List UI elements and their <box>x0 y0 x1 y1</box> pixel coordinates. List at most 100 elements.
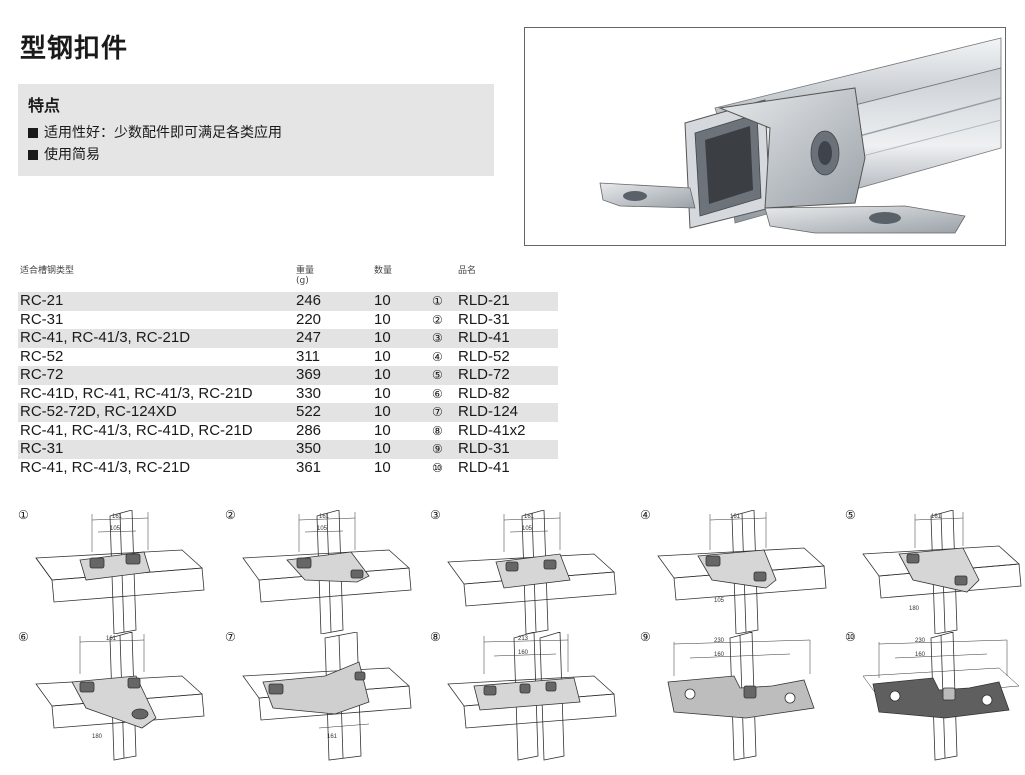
row-weight: 311 <box>296 347 320 365</box>
clamp-drawing-icon: 230 160 <box>667 632 815 761</box>
clamp-drawing-icon: 230 160 <box>862 632 1020 761</box>
row-weight: 330 <box>296 384 322 402</box>
row-qty: 10 <box>374 347 391 365</box>
row-number: ⑩ <box>432 460 443 475</box>
table-row: RC-41D, RC-41, RC-41/3, RC-21D 330 10 ⑥ … <box>18 385 558 404</box>
dim-label: 105 <box>317 526 328 532</box>
table-row: RC-41, RC-41/3, RC-21D 361 10 ⑩ RLD-41 <box>18 459 558 478</box>
features-box: 特点 适用性好：少数配件即可满足各类应用 使用简易 <box>18 84 494 176</box>
dim-label: 161 <box>327 734 338 740</box>
row-qty: 10 <box>374 292 391 309</box>
row-number: ⑥ <box>432 386 443 401</box>
page-title: 型钢扣件 <box>20 34 129 64</box>
diagram-number: ⑧ <box>430 630 441 644</box>
row-name: RLD-21 <box>458 292 510 309</box>
clamp-drawing-icon: 161 180 <box>862 510 1022 634</box>
dim-label: 161 <box>106 636 117 642</box>
table-row: RC-72 369 10 ⑤ RLD-72 <box>18 366 558 385</box>
row-name: RLD-31 <box>458 440 510 457</box>
row-name: RLD-52 <box>458 347 510 365</box>
diagram-number: ④ <box>640 508 651 522</box>
row-qty: 10 <box>374 310 391 328</box>
dim-label: 161 <box>319 514 330 520</box>
diagram-9: ⑨ 230 160 <box>640 630 830 761</box>
diagram-3: ③ 161 105 <box>430 508 620 636</box>
row-weight: 247 <box>296 329 322 346</box>
header-name: 品名 <box>458 266 477 276</box>
product-photo <box>524 27 1006 246</box>
table-row: RC-31 350 10 ⑨ RLD-31 <box>18 440 558 459</box>
square-bullet-icon <box>28 128 38 138</box>
clamp-drawing-icon: 161 105 <box>242 510 412 634</box>
features-heading: 特点 <box>28 96 61 115</box>
table-row: RC-31 220 10 ② RLD-31 <box>18 311 558 330</box>
spec-table: 适合槽钢类型 重量 (g) 数量 品名 RC-21 246 10 ① RLD-2… <box>18 262 558 477</box>
diagram-8: ⑧ 213 160 <box>430 630 620 761</box>
dim-label: 230 <box>714 638 725 644</box>
row-qty: 10 <box>374 366 391 383</box>
row-qty: 10 <box>374 458 391 476</box>
row-type: RC-72 <box>20 366 64 383</box>
diagram-number: ⑦ <box>225 630 236 644</box>
header-weight-unit: (g) <box>296 276 309 286</box>
row-type: RC-41D, RC-41, RC-41/3, RC-21D <box>20 384 253 402</box>
diagram-1: ① 161 105 <box>18 508 208 636</box>
diagram-6: ⑥ 161 180 <box>18 630 208 761</box>
row-qty: 10 <box>374 440 391 457</box>
row-qty: 10 <box>374 329 391 346</box>
feature-text: 使用简易 <box>44 147 100 163</box>
row-name: RLD-72 <box>458 366 510 383</box>
row-number: ③ <box>432 331 443 345</box>
dim-label: 160 <box>714 652 725 658</box>
row-name: RLD-31 <box>458 310 510 328</box>
row-name: RLD-41 <box>458 458 510 476</box>
header-weight: 重量 (g) <box>296 266 314 286</box>
row-weight: 350 <box>296 440 322 457</box>
diagram-number: ⑨ <box>640 630 651 644</box>
row-weight: 369 <box>296 366 322 383</box>
header-type: 适合槽钢类型 <box>20 266 75 276</box>
clamp-drawing-icon: 161 105 <box>657 510 827 634</box>
feature-text: 适用性好：少数配件即可满足各类应用 <box>44 125 282 141</box>
row-type: RC-21 <box>20 292 64 309</box>
row-weight: 246 <box>296 292 322 309</box>
dim-label: 180 <box>909 606 920 612</box>
square-bullet-icon <box>28 150 38 160</box>
table-row: RC-41, RC-41/3, RC-21D 247 10 ③ RLD-41 <box>18 329 558 348</box>
row-type: RC-31 <box>20 310 64 328</box>
header-weight-label: 重量 <box>296 266 315 276</box>
diagram-number: ⑩ <box>845 630 856 644</box>
row-type: RC-41, RC-41/3, RC-21D <box>20 458 191 476</box>
feature-item: 适用性好：少数配件即可满足各类应用 <box>28 122 484 144</box>
diagram-number: ① <box>18 508 29 522</box>
diagram-10: ⑩ 230 160 <box>845 630 1025 761</box>
row-qty: 10 <box>374 384 391 402</box>
row-number: ② <box>432 312 443 327</box>
row-qty: 10 <box>374 421 391 439</box>
header-qty: 数量 <box>374 266 393 276</box>
table-header: 适合槽钢类型 重量 (g) 数量 品名 <box>18 262 558 292</box>
row-weight: 220 <box>296 310 322 328</box>
dim-label: 105 <box>522 526 533 532</box>
dim-label: 213 <box>518 636 529 642</box>
row-weight: 361 <box>296 458 322 476</box>
row-number: ⑨ <box>432 442 443 456</box>
row-qty: 10 <box>374 403 391 420</box>
dim-label: 105 <box>714 598 725 604</box>
row-name: RLD-124 <box>458 403 519 420</box>
row-number: ① <box>432 294 443 308</box>
table-row: RC-41, RC-41/3, RC-41D, RC-21D 286 10 ⑧ … <box>18 422 558 441</box>
row-name: RLD-41 <box>458 329 510 346</box>
row-name: RLD-82 <box>458 384 510 402</box>
diagram-4: ④ 161 105 <box>640 508 830 636</box>
row-number: ④ <box>432 349 443 364</box>
diagram-2: ② 161 105 <box>225 508 415 636</box>
dim-label: 230 <box>915 638 926 644</box>
diagram-7: ⑦ 161 <box>225 630 415 761</box>
clamp-drawing-icon: 161 <box>242 632 412 761</box>
clamp-drawing-icon: 161 105 <box>447 510 617 634</box>
dim-label: 161 <box>931 514 942 520</box>
dim-label: 180 <box>92 734 103 740</box>
dim-label: 161 <box>112 514 123 520</box>
diagram-number: ② <box>225 508 236 522</box>
